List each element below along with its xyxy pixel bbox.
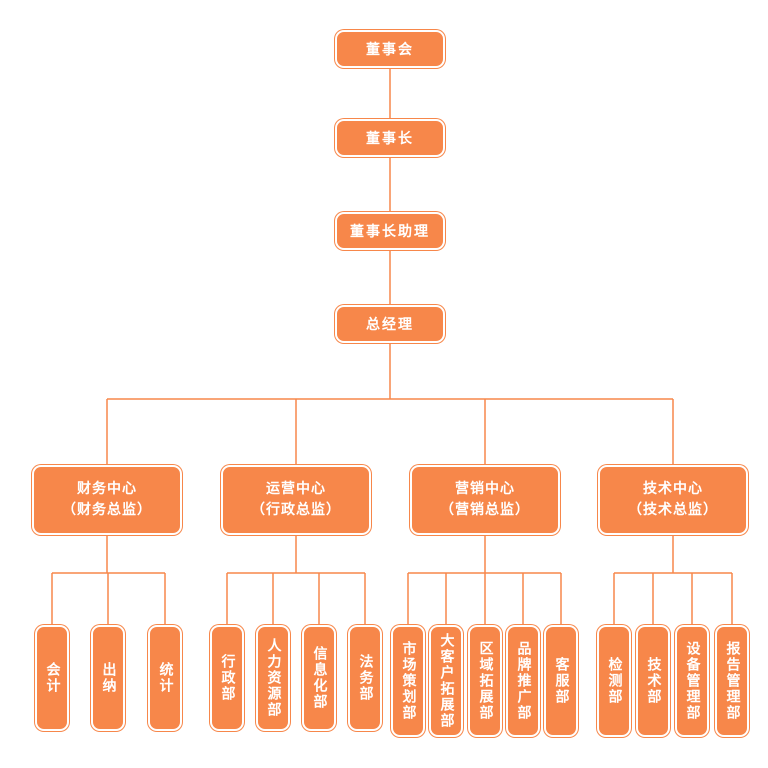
node-operations-center: 运营中心 （行政总监） <box>223 467 369 533</box>
tech-center-name: 技术中心 <box>643 481 703 497</box>
operations-center-name: 运营中心 <box>266 481 326 497</box>
node-tech-center: 技术中心 （技术总监） <box>600 467 746 533</box>
dept-accounting: 会计 <box>37 627 67 729</box>
dept-key-accounts: 大客户拓展部 <box>431 627 461 735</box>
node-general-manager: 总经理 <box>337 307 443 341</box>
marketing-center-name: 营销中心 <box>455 481 515 497</box>
dept-cashier: 出纳 <box>93 627 123 729</box>
dept-equipment-management: 设备管理部 <box>677 627 707 735</box>
node-chairman-assistant: 董事长助理 <box>337 214 443 248</box>
node-chairman: 董事长 <box>337 121 443 155</box>
dept-brand-promotion: 品牌推广部 <box>508 627 538 735</box>
finance-center-head: （财务总监） <box>62 502 152 518</box>
node-board-of-directors: 董事会 <box>337 32 443 66</box>
marketing-center-head: （营销总监） <box>440 502 530 518</box>
dept-report-management: 报告管理部 <box>717 627 747 735</box>
tech-center-head: （技术总监） <box>628 502 718 518</box>
dept-legal: 法务部 <box>350 627 380 729</box>
dept-inspection: 检测部 <box>599 627 629 735</box>
node-marketing-center: 营销中心 （营销总监） <box>412 467 558 533</box>
dept-regional-expansion: 区域拓展部 <box>470 627 500 735</box>
dept-human-resources: 人力资源部 <box>258 627 288 729</box>
dept-technology: 技术部 <box>638 627 668 735</box>
node-finance-center: 财务中心 （财务总监） <box>34 467 180 533</box>
dept-statistics: 统计 <box>150 627 180 729</box>
operations-center-head: （行政总监） <box>251 502 341 518</box>
dept-administration: 行政部 <box>212 627 242 729</box>
dept-customer-service: 客服部 <box>546 627 576 735</box>
dept-informatization: 信息化部 <box>304 627 334 729</box>
dept-market-planning: 市场策划部 <box>393 627 423 735</box>
finance-center-name: 财务中心 <box>77 481 137 497</box>
